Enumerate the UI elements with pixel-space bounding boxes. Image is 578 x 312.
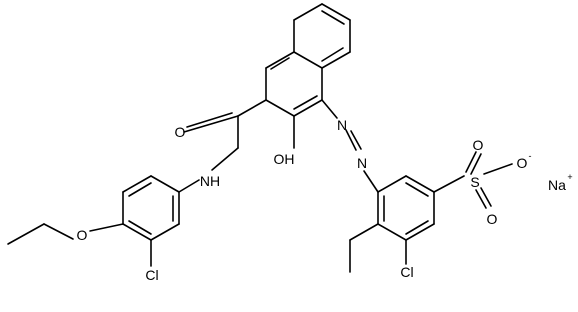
negative-charge-label: - <box>529 151 532 161</box>
azo-linkage <box>321 99 379 193</box>
atom-labels: O NH OH N N S O O O - Na + O Cl Cl <box>77 117 573 283</box>
naphthalene-upper-ring <box>293 3 351 69</box>
sulfonyl-oxygen-bottom-label: O <box>487 211 498 227</box>
hydroxyl-label: OH <box>274 151 295 167</box>
amide-nh-label: NH <box>200 173 220 189</box>
chloro-right-label: Cl <box>400 264 413 280</box>
amide-group <box>178 99 267 193</box>
sulfonyl-oxygen-top-label: O <box>473 137 484 153</box>
chloroethoxyphenyl-ring <box>7 175 180 267</box>
azo-nitrogen-2-label: N <box>357 155 367 171</box>
carbonyl-oxygen-label: O <box>175 124 186 140</box>
naphthalene-lower-ring <box>265 51 323 117</box>
chloro-left-label: Cl <box>145 267 158 283</box>
sulfonate-ring <box>349 175 465 273</box>
positive-charge-label: + <box>567 172 572 182</box>
sulfur-label: S <box>470 174 479 190</box>
ether-oxygen-label: O <box>77 227 88 243</box>
sulfonate-group <box>465 151 513 209</box>
sulfonate-oxygen-label: O <box>517 155 528 171</box>
azo-nitrogen-1-label: N <box>337 117 347 133</box>
sodium-label: Na <box>548 177 566 193</box>
